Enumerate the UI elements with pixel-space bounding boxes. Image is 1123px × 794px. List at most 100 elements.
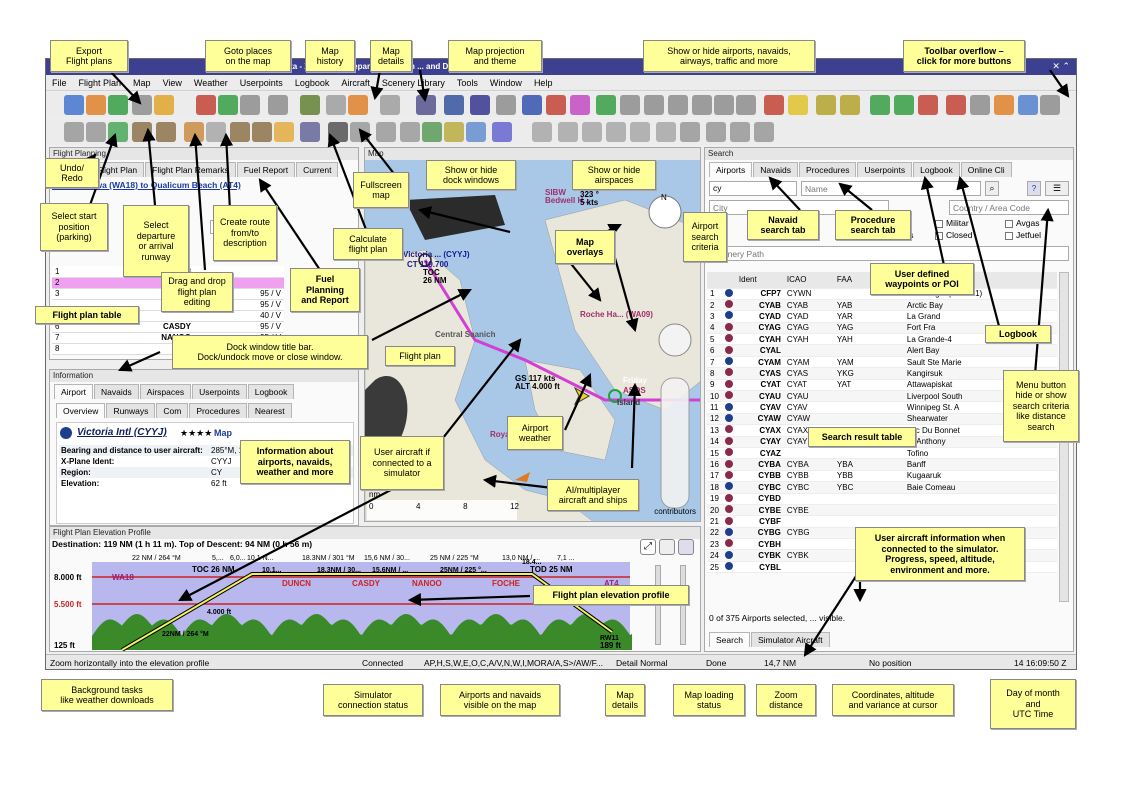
toolbar-button-35-icon[interactable] <box>946 95 966 115</box>
toolbar-button-15-icon[interactable] <box>444 95 464 115</box>
toolbar2-button-20-icon[interactable] <box>532 122 552 142</box>
column-header-icao[interactable]: ICAO <box>783 272 834 289</box>
menu-item-logbook[interactable]: Logbook <box>294 78 330 88</box>
checkbox[interactable] <box>1005 219 1013 228</box>
tab-flight-plan-remarks[interactable]: Flight Plan Remarks <box>145 162 236 177</box>
toolbar2-button-11-icon[interactable] <box>300 122 320 142</box>
profile-title[interactable]: Flight Plan Elevation Profile <box>50 527 700 539</box>
toolbar-button-23-icon[interactable] <box>644 95 664 115</box>
toolbar-button-14-icon[interactable] <box>416 95 436 115</box>
toolbar-button-21-icon[interactable] <box>596 95 616 115</box>
tab-navaids[interactable]: Navaids <box>94 384 139 399</box>
menu-item-file[interactable]: File <box>52 78 67 88</box>
toolbar-button-13-icon[interactable] <box>380 95 400 115</box>
subtab-nearest[interactable]: Nearest <box>247 403 292 418</box>
toolbar-button-34-icon[interactable] <box>918 95 938 115</box>
toolbar2-button-1-icon[interactable] <box>64 122 84 142</box>
toolbar-button-8-icon[interactable] <box>240 95 260 115</box>
menu-item-userpoints[interactable]: Userpoints <box>239 78 283 88</box>
tab-logbook[interactable]: Logbook <box>247 384 295 399</box>
tab-simulator-aircraft[interactable]: Simulator Aircraft <box>750 632 830 647</box>
toolbar2-button-27-icon[interactable] <box>706 122 726 142</box>
scenery-path-input[interactable] <box>709 246 1069 261</box>
toolbar2-button-10-icon[interactable] <box>274 122 294 142</box>
tab-airports[interactable]: Airports <box>709 162 753 177</box>
toolbar2-button-6-icon[interactable] <box>184 122 204 142</box>
map-title[interactable]: Map <box>365 148 700 160</box>
toolbar2-button-28-icon[interactable] <box>730 122 750 142</box>
name-search-input[interactable] <box>801 181 981 196</box>
toolbar-button-5-icon[interactable] <box>154 95 174 115</box>
toolbar2-button-25-icon[interactable] <box>656 122 676 142</box>
toolbar-button-31-icon[interactable] <box>840 95 860 115</box>
toolbar-button-37-icon[interactable] <box>994 95 1014 115</box>
toolbar-button-27-icon[interactable] <box>736 95 756 115</box>
toolbar-button-38-icon[interactable] <box>1018 95 1038 115</box>
horizontal-zoom-slider[interactable] <box>680 565 686 645</box>
subtab-runways[interactable]: Runways <box>106 403 156 418</box>
tab-userpoints[interactable]: Userpoints <box>857 162 913 177</box>
copy-icon[interactable] <box>659 539 675 555</box>
window-controls[interactable]: ✕ ⌃ <box>1052 61 1070 71</box>
toolbar-button-19-icon[interactable] <box>546 95 566 115</box>
column-header-ident[interactable]: Ident <box>735 272 784 289</box>
toolbar2-button-16-icon[interactable] <box>422 122 442 142</box>
toolbar-button-30-icon[interactable] <box>816 95 836 115</box>
toolbar-button-29-icon[interactable] <box>788 95 808 115</box>
tab-airspaces[interactable]: Airspaces <box>139 384 192 399</box>
toolbar2-button-19-icon[interactable] <box>492 122 512 142</box>
toolbar-button-17-icon[interactable] <box>496 95 516 115</box>
toolbar-button-33-icon[interactable] <box>894 95 914 115</box>
toolbar2-button-21-icon[interactable] <box>558 122 578 142</box>
menu-item-help[interactable]: Help <box>533 78 553 88</box>
check-avgas[interactable]: Avgas <box>1005 218 1039 228</box>
menu-item-flight-plan[interactable]: Flight Plan <box>78 78 122 88</box>
toolbar-button-1-icon[interactable] <box>64 95 84 115</box>
toolbar2-button-29-icon[interactable] <box>754 122 774 142</box>
toolbar-button-24-icon[interactable] <box>668 95 688 115</box>
toolbar-button-10-icon[interactable] <box>300 95 320 115</box>
tab-navaids[interactable]: Navaids <box>753 162 799 177</box>
menu-item-tools[interactable]: Tools <box>456 78 478 88</box>
search-help-icon[interactable]: ? <box>1027 181 1041 196</box>
subtab-com[interactable]: Com <box>156 403 189 418</box>
toolbar2-button-18-icon[interactable] <box>466 122 486 142</box>
toolbar-button-11-icon[interactable] <box>326 95 346 115</box>
toolbar2-button-12-icon[interactable] <box>328 122 348 142</box>
menu-button-icon[interactable]: ☰ <box>1045 181 1069 196</box>
menu-item-view[interactable]: View <box>162 78 182 88</box>
toolbar-button-22-icon[interactable] <box>620 95 640 115</box>
toolbar-button-6-icon[interactable] <box>196 95 216 115</box>
expand-icon[interactable]: ⤢ <box>640 539 656 555</box>
toolbar-button-20-icon[interactable] <box>570 95 590 115</box>
toolbar-button-18-icon[interactable] <box>522 95 542 115</box>
subtab-overview[interactable]: Overview <box>56 403 106 418</box>
country-search-input[interactable] <box>949 200 1069 215</box>
tab-userpoints[interactable]: Userpoints <box>192 384 247 399</box>
tab-online-cli[interactable]: Online Cli <box>960 162 1012 177</box>
profile-buttons[interactable]: ⤢ <box>640 539 696 557</box>
toolbar2-button-8-icon[interactable] <box>230 122 250 142</box>
toolbar2-button-13-icon[interactable] <box>350 122 370 142</box>
tab-fuel-report[interactable]: Fuel Report <box>236 162 296 177</box>
toolbar2-button-23-icon[interactable] <box>606 122 626 142</box>
toolbar-button-39-icon[interactable] <box>1040 95 1060 115</box>
search-clear-icon[interactable]: ⌕ <box>985 181 999 196</box>
toolbar-button-12-icon[interactable] <box>348 95 368 115</box>
toolbar-button-3-icon[interactable] <box>108 95 128 115</box>
toolbar2-button-14-icon[interactable] <box>376 122 396 142</box>
toolbar-button-25-icon[interactable] <box>692 95 712 115</box>
checkbox[interactable] <box>1005 231 1013 240</box>
